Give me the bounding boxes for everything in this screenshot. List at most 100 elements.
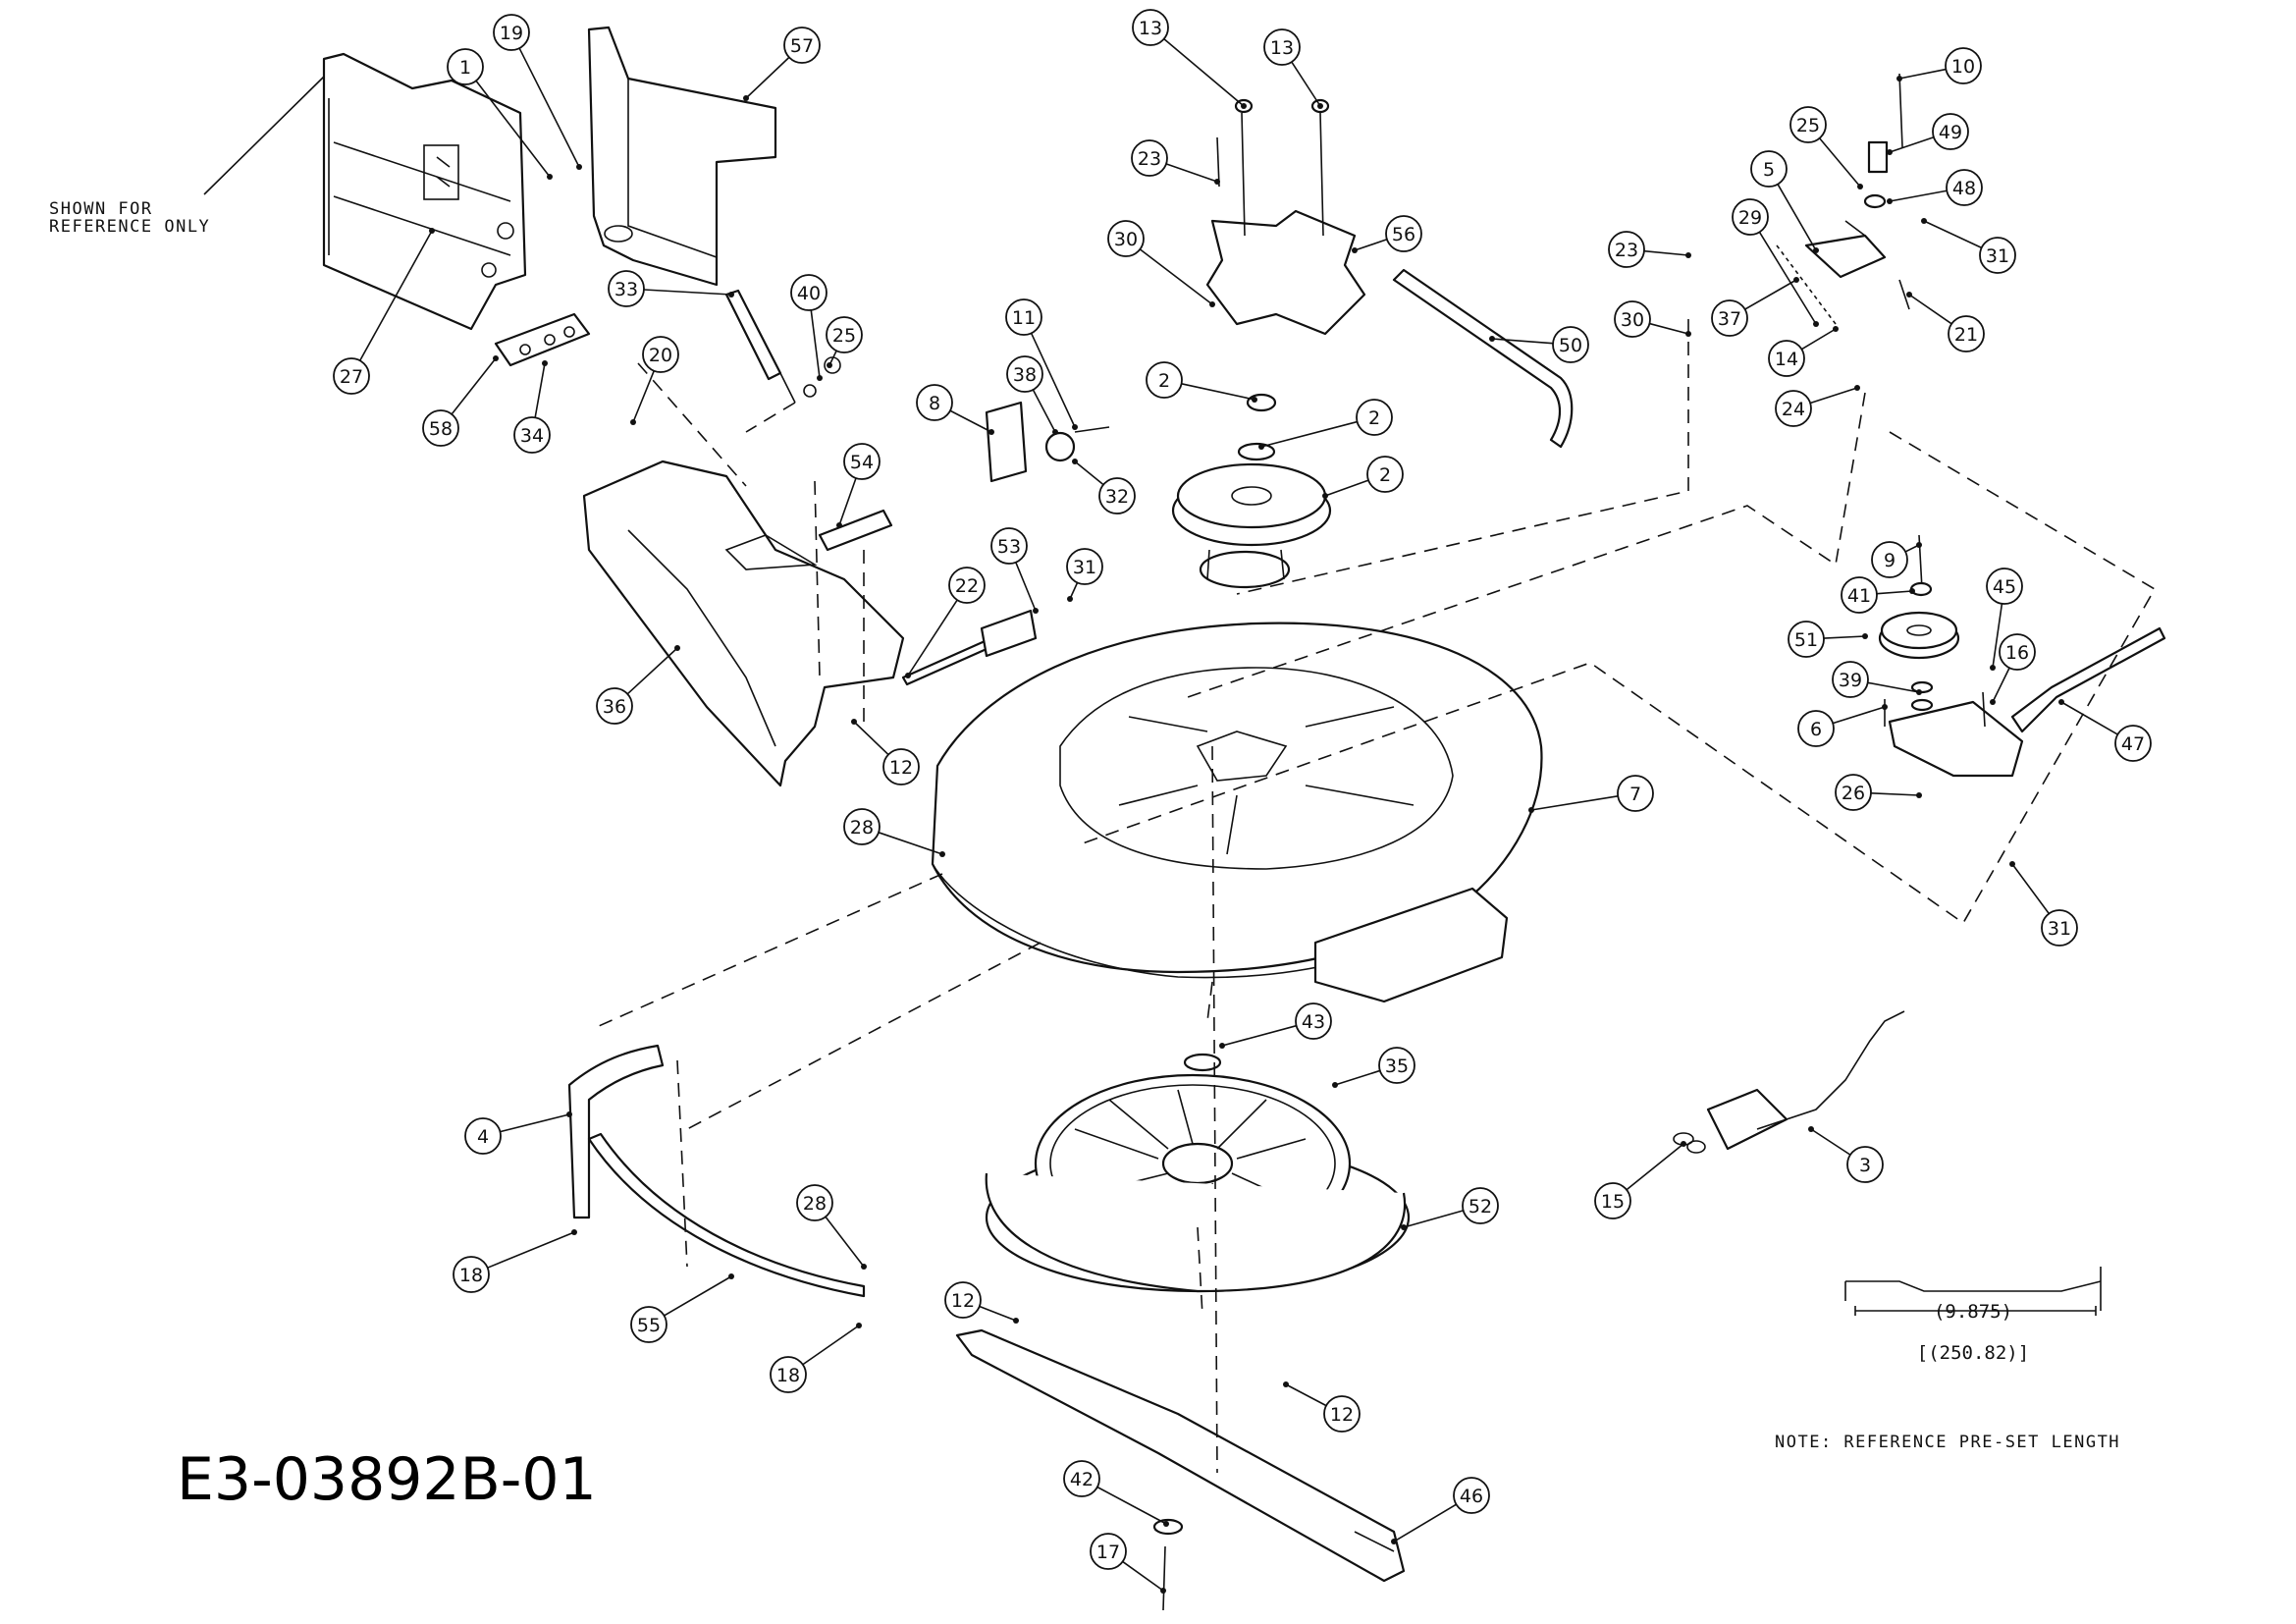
callout-3: 3 xyxy=(1808,1126,1884,1183)
callout-bubble xyxy=(1945,47,1982,84)
callout-bubble xyxy=(464,1117,502,1155)
callout-target-dot xyxy=(1916,689,1922,695)
callout-52: 52 xyxy=(1401,1187,1499,1230)
callout-number: 17 xyxy=(1096,1542,1120,1563)
callout-number: 57 xyxy=(790,35,814,57)
callout-bubble xyxy=(1063,1460,1100,1497)
idler-pulley-assembly xyxy=(1878,534,2166,778)
callout-bubble xyxy=(916,384,953,421)
callout-number: 29 xyxy=(1738,207,1762,229)
callout-number: 13 xyxy=(1270,37,1294,59)
dash-bracket-plate xyxy=(322,52,527,331)
callout-leader xyxy=(1334,1069,1381,1086)
callout-bubble xyxy=(1732,198,1769,236)
callout-55: 55 xyxy=(630,1273,734,1343)
callout-target-dot xyxy=(1332,1082,1338,1088)
callout-bubble xyxy=(1832,661,1869,698)
callout-6: 6 xyxy=(1797,704,1888,747)
reference-note-leader xyxy=(203,76,325,195)
callout-number: 47 xyxy=(2121,733,2145,755)
callout-bubble xyxy=(1608,231,1645,268)
callout-leader xyxy=(979,1305,1017,1322)
callout-leader xyxy=(1908,294,1952,325)
callout-leader xyxy=(1867,681,1920,693)
callout-32: 32 xyxy=(1072,459,1136,514)
preset-length-detail xyxy=(1844,1267,2102,1316)
callout-target-dot xyxy=(493,355,499,361)
callout-leader xyxy=(2060,701,2118,735)
callout-leader xyxy=(451,357,497,415)
callout-17: 17 xyxy=(1090,1533,1166,1594)
callout-bubble xyxy=(1146,361,1183,399)
callout-leader xyxy=(487,1231,575,1269)
callout-number: 42 xyxy=(1070,1469,1094,1490)
callout-2: 2 xyxy=(1322,456,1404,499)
callout-leader xyxy=(1096,1486,1167,1525)
callout-50: 50 xyxy=(1489,326,1589,363)
callout-12: 12 xyxy=(851,719,920,785)
callout-bubble xyxy=(1871,541,1908,578)
callout-24: 24 xyxy=(1775,385,1860,427)
callout-leader xyxy=(2011,863,2050,914)
blade-bracket xyxy=(985,401,1110,483)
callout-target-dot xyxy=(1681,1141,1686,1147)
callout-bubble xyxy=(1775,390,1812,427)
callout-37: 37 xyxy=(1711,277,1799,337)
callout-bubble xyxy=(1768,340,1805,377)
callout-bubble xyxy=(826,316,863,353)
callout-leader xyxy=(664,1275,732,1317)
callout-5: 5 xyxy=(1750,150,1819,253)
callout-15: 15 xyxy=(1594,1141,1686,1219)
callout-leader xyxy=(359,230,433,361)
callout-bubble xyxy=(2114,725,2152,762)
callout-leader xyxy=(1876,590,1913,595)
callout-number: 55 xyxy=(637,1315,661,1336)
callout-number: 3 xyxy=(1859,1155,1871,1176)
callout-number: 2 xyxy=(1379,464,1391,486)
callout-bubble xyxy=(493,14,530,51)
callout-target-dot xyxy=(1209,301,1215,307)
callout-bubble xyxy=(1750,150,1788,188)
callout-bubble xyxy=(1098,477,1136,514)
callout-bubble xyxy=(1711,299,1748,337)
callout-target-dot xyxy=(1906,292,1912,298)
callout-leader xyxy=(1649,322,1689,335)
callout-30: 30 xyxy=(1614,300,1691,338)
callout-number: 1 xyxy=(459,57,471,79)
spring-rod xyxy=(724,289,841,404)
callout-22: 22 xyxy=(905,567,986,678)
mower-deck xyxy=(931,622,1543,1003)
callout-target-dot xyxy=(728,292,734,298)
callout-leader xyxy=(878,832,943,855)
callout-bubble xyxy=(1841,576,1878,614)
callout-number: 12 xyxy=(1330,1404,1354,1426)
callout-target-dot xyxy=(1833,326,1839,332)
callout-number: 21 xyxy=(1954,324,1978,346)
callout-bubble xyxy=(783,27,821,64)
callout-leader xyxy=(1810,1128,1851,1156)
callout-bubble xyxy=(608,270,645,307)
callout-number: 11 xyxy=(1012,307,1036,329)
callout-target-dot xyxy=(630,419,636,425)
callout-leader xyxy=(643,289,732,296)
callout-bubble xyxy=(513,416,551,454)
callout-26: 26 xyxy=(1835,774,1922,811)
small-bracket xyxy=(494,312,591,367)
callout-leader xyxy=(1818,137,1861,188)
callout-25: 25 xyxy=(826,316,863,368)
callout-19: 19 xyxy=(493,14,582,170)
callout-bubble xyxy=(2041,909,2078,947)
callout-target-dot xyxy=(571,1229,577,1235)
callout-target-dot xyxy=(728,1273,734,1279)
callout-target-dot xyxy=(1391,1539,1397,1544)
callout-leader xyxy=(1354,239,1388,251)
callout-leader xyxy=(1643,249,1689,256)
callout-number: 10 xyxy=(1951,56,1975,78)
callout-number: 16 xyxy=(2005,642,2029,664)
callout-bubble xyxy=(333,357,370,395)
callout-leader xyxy=(949,409,992,433)
callout-46: 46 xyxy=(1391,1477,1490,1544)
callout-target-dot xyxy=(1854,385,1860,391)
callout-target-dot xyxy=(1882,704,1888,710)
callout-number: 39 xyxy=(1839,670,1862,691)
